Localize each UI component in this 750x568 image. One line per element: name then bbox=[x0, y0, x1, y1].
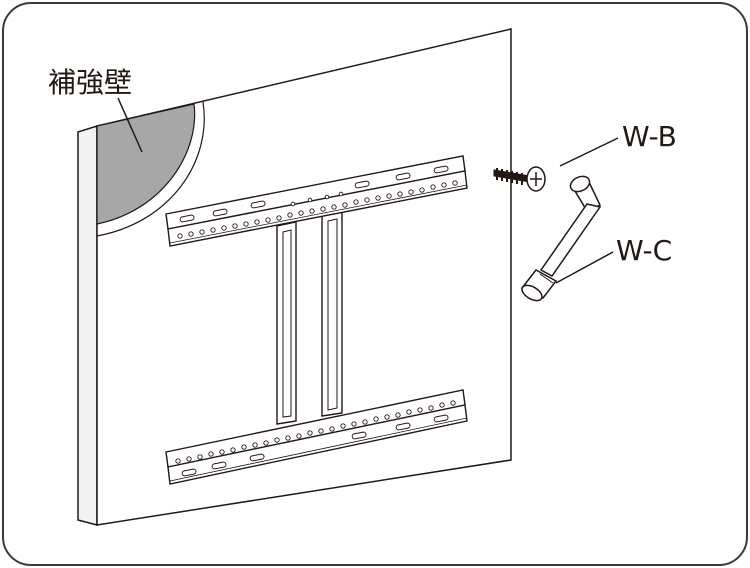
bottom-rail-slots bbox=[181, 414, 449, 477]
top-rail-holes bbox=[177, 180, 458, 239]
upright-left-slot bbox=[282, 229, 292, 418]
top-rail bbox=[165, 155, 468, 247]
screw-thread bbox=[496, 168, 523, 185]
reinforced-wall-area bbox=[96, 103, 196, 225]
wrench-label: W-C bbox=[616, 234, 672, 267]
bottom-rail bbox=[165, 389, 468, 485]
top-rail-slots bbox=[179, 165, 449, 223]
wrench-socket-open bbox=[569, 175, 591, 193]
screw-label: W-B bbox=[622, 120, 677, 153]
screw-icon bbox=[493, 166, 546, 192]
bottom-rail-lip bbox=[169, 417, 468, 482]
top-rail-face bbox=[167, 170, 468, 247]
reinforced-wall-label: 補強壁 bbox=[48, 66, 132, 99]
screw-cross bbox=[530, 172, 542, 186]
top-rail-lip bbox=[169, 184, 468, 244]
upright-right-slot bbox=[327, 218, 338, 411]
screw-leader bbox=[559, 137, 619, 167]
reinforced-wall-leader bbox=[117, 97, 143, 153]
wall-edge bbox=[77, 124, 98, 526]
wrench-socket-tip bbox=[521, 284, 543, 302]
socket-wrench-icon bbox=[520, 175, 602, 302]
bottom-rail-holes bbox=[175, 400, 456, 464]
vertical-uprights bbox=[276, 210, 343, 425]
reinforced-wall-outline bbox=[96, 101, 205, 237]
wrench-leader bbox=[555, 251, 614, 284]
bottom-rail-face bbox=[167, 404, 468, 485]
wrench-shaft bbox=[539, 203, 602, 277]
